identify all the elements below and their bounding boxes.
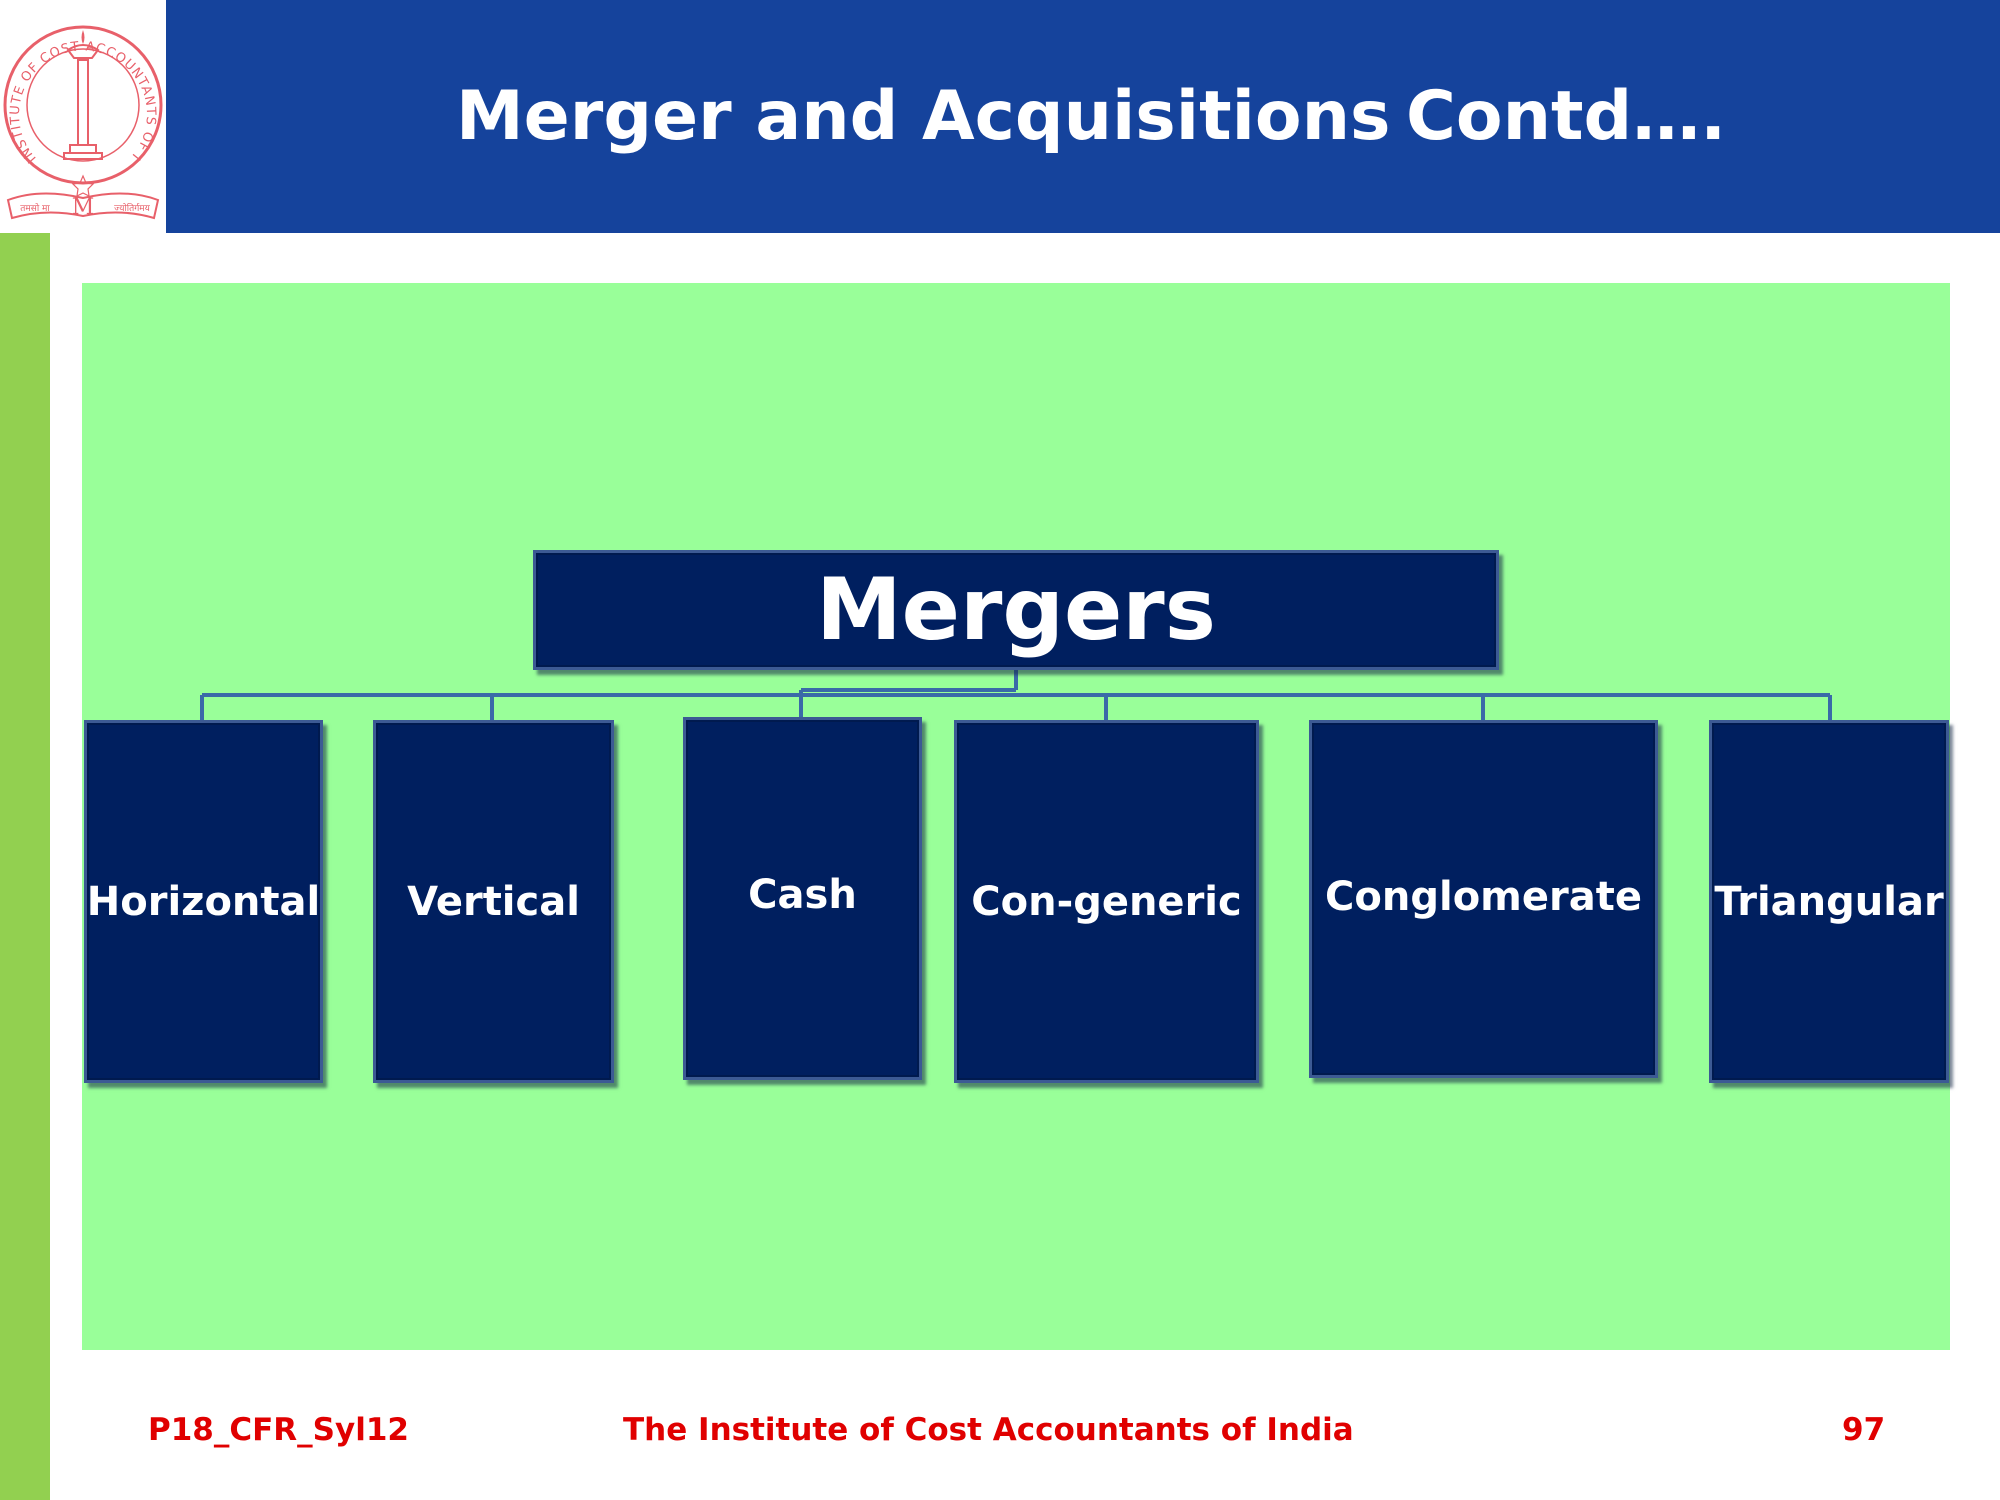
footer-institute-name: The Institute of Cost Accountants of Ind… — [623, 1412, 1354, 1448]
footer-course-code: P18_CFR_Syl12 — [148, 1412, 409, 1448]
node-label: Conglomerate — [1325, 874, 1642, 920]
institute-seal-icon: THE INSTITUTE OF COST ACCOUNTANTS OF IND… — [0, 0, 163, 220]
svg-text:ज्योतिर्गमय: ज्योतिर्गमय — [114, 202, 151, 214]
node-label: Vertical — [407, 878, 580, 925]
node-label: Cash — [748, 871, 857, 918]
slide-title: Merger and Acquisitions Contd…. — [166, 72, 2000, 162]
node-vertical: Vertical — [373, 720, 614, 1083]
root-label: Mergers — [816, 560, 1216, 660]
node-cash: Cash — [683, 717, 922, 1080]
node-conglomerate: Conglomerate — [1309, 720, 1658, 1078]
institute-logo: THE INSTITUTE OF COST ACCOUNTANTS OF IND… — [0, 0, 166, 233]
slide-header: Merger and Acquisitions Contd…. — [166, 0, 2000, 233]
svg-text:तमसो मा: तमसो मा — [20, 202, 50, 214]
node-label: Triangular — [1714, 878, 1944, 925]
node-horizontal: Horizontal — [84, 720, 323, 1083]
svg-text:M: M — [72, 195, 95, 220]
node-label: Horizontal — [86, 878, 321, 925]
footer-page-number: 97 — [1842, 1412, 1886, 1448]
node-label: Con-generic — [971, 878, 1242, 925]
title-text: Merger and Acquisitions — [456, 77, 1391, 156]
node-con-generic: Con-generic — [954, 720, 1259, 1083]
title-suffix: Contd…. — [1406, 77, 1727, 156]
left-accent-bar — [0, 233, 50, 1500]
mergers-root-node: Mergers — [533, 550, 1499, 670]
node-triangular: Triangular — [1709, 720, 1949, 1083]
